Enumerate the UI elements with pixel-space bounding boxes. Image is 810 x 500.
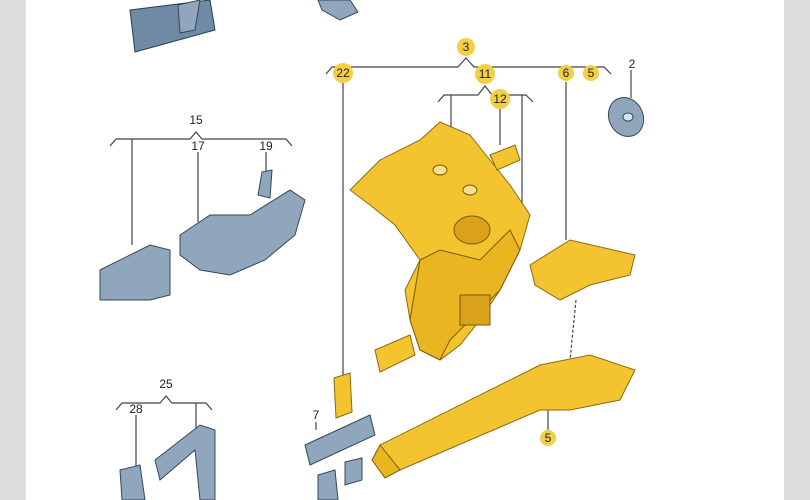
callout-6[interactable]: 6 bbox=[558, 65, 574, 81]
callout-7[interactable]: 7 bbox=[313, 408, 320, 422]
part-12-bracket[interactable] bbox=[489, 144, 521, 171]
svg-text:22: 22 bbox=[336, 66, 350, 80]
part-17-bracket[interactable] bbox=[179, 189, 306, 276]
parts-diagram: 3 22 11 12 6 5 2 15 17 19 25 28 7 5 bbox=[26, 0, 784, 500]
callout-15[interactable]: 15 bbox=[189, 113, 203, 127]
part-3-wheelhouse-assembly[interactable] bbox=[349, 121, 531, 361]
svg-text:7: 7 bbox=[313, 408, 320, 422]
callout-19[interactable]: 19 bbox=[259, 139, 273, 153]
callout-17[interactable]: 17 bbox=[191, 139, 205, 153]
part-19-clip[interactable] bbox=[257, 169, 273, 199]
part-15-panel[interactable] bbox=[99, 244, 171, 301]
part-6-side-member[interactable] bbox=[529, 239, 636, 301]
svg-text:19: 19 bbox=[259, 139, 273, 153]
callout-12[interactable]: 12 bbox=[490, 89, 510, 109]
callout-11[interactable]: 11 bbox=[475, 64, 495, 84]
svg-text:2: 2 bbox=[629, 57, 636, 71]
part-5-longitudinal-member[interactable] bbox=[371, 354, 636, 479]
part-top-left-panel[interactable] bbox=[129, 0, 216, 53]
svg-text:15: 15 bbox=[189, 113, 203, 127]
callout-5-top[interactable]: 5 bbox=[583, 65, 599, 81]
part-28-bracket[interactable] bbox=[119, 464, 146, 500]
svg-text:6: 6 bbox=[563, 66, 570, 80]
part-22-strip[interactable] bbox=[333, 334, 416, 419]
svg-text:12: 12 bbox=[493, 92, 507, 106]
svg-text:11: 11 bbox=[479, 67, 492, 81]
callout-5-bottom[interactable]: 5 bbox=[540, 430, 556, 446]
callout-3[interactable]: 3 bbox=[457, 38, 475, 56]
svg-text:25: 25 bbox=[159, 377, 173, 391]
part-2-grommet[interactable] bbox=[602, 92, 650, 143]
exploded-parts-drawing: 3 22 11 12 6 5 2 15 17 19 25 28 7 5 bbox=[99, 0, 650, 500]
part-7-sill[interactable] bbox=[304, 414, 376, 500]
part-top-bracket[interactable] bbox=[317, 0, 359, 21]
svg-text:5: 5 bbox=[588, 66, 595, 80]
svg-text:5: 5 bbox=[545, 431, 552, 445]
callout-28[interactable]: 28 bbox=[129, 402, 143, 416]
callout-22[interactable]: 22 bbox=[333, 63, 353, 83]
callout-2[interactable]: 2 bbox=[629, 57, 636, 71]
callout-25[interactable]: 25 bbox=[159, 377, 173, 391]
svg-text:28: 28 bbox=[129, 402, 143, 416]
part-25-pillar[interactable] bbox=[154, 424, 216, 500]
svg-text:17: 17 bbox=[191, 139, 205, 153]
svg-text:3: 3 bbox=[463, 40, 470, 54]
